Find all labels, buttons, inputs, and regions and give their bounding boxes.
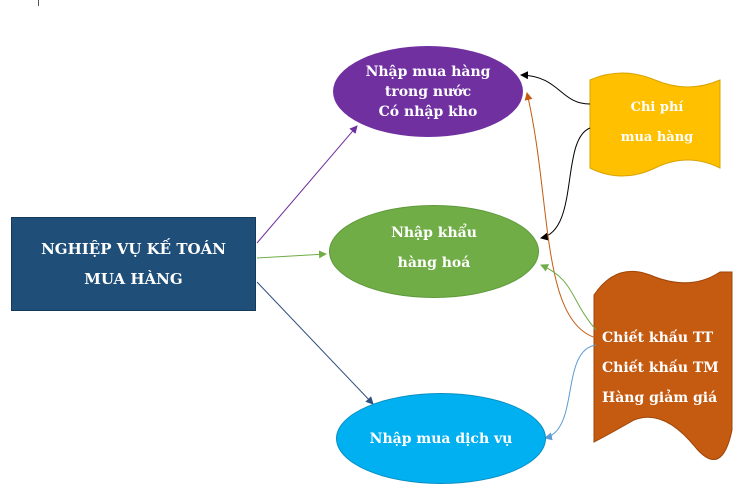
purchase-cost-node: Chi phí mua hàng [593, 92, 721, 154]
cost-wave-shape [589, 72, 721, 177]
import-line1: Nhập khẩu [391, 224, 477, 241]
discount-wave-shape [593, 270, 733, 460]
main-node-line1: NGHIỆP VỤ KẾ TOÁN [41, 240, 226, 258]
arrow-main-to-service [256, 281, 374, 405]
import-node: Nhập khẩu hàng hoá [329, 205, 539, 298]
main-node-box: NGHIỆP VỤ KẾ TOÁN MUA HÀNG [11, 217, 256, 311]
page-edge-mark [38, 0, 39, 6]
main-node-line2: MUA HÀNG [84, 270, 183, 288]
service-line1: Nhập mua dịch vụ [369, 430, 513, 447]
domestic-line2: trong nước [384, 83, 472, 100]
cost-line1: Chi phí [630, 100, 684, 115]
cost-line2: mua hàng [620, 130, 694, 145]
arrow-main-to-domestic [256, 125, 358, 244]
import-line2: hàng hoá [397, 254, 471, 271]
arrow-discount-to-domestic [524, 92, 597, 339]
arrow-cost-to-domestic [520, 71, 591, 105]
discount-item: Chiết khấu TM [602, 360, 719, 376]
arrow-discount-to-service [544, 344, 597, 441]
discount-node: Chiết khấu TT Chiết khấu TM Hàng giảm gi… [602, 322, 742, 414]
domestic-purchase-node: Nhập mua hàng trong nước Có nhập kho [333, 46, 523, 137]
arrow-cost-to-import [540, 127, 591, 241]
arrow-discount-to-import [540, 264, 597, 331]
discount-item: Hàng giảm giá [602, 390, 718, 406]
discount-item: Chiết khấu TT [602, 330, 714, 346]
domestic-line1: Nhập mua hàng [365, 63, 491, 80]
arrow-main-to-import [256, 250, 327, 259]
domestic-line3: Có nhập kho [378, 103, 478, 120]
service-purchase-node: Nhập mua dịch vụ [336, 393, 546, 484]
